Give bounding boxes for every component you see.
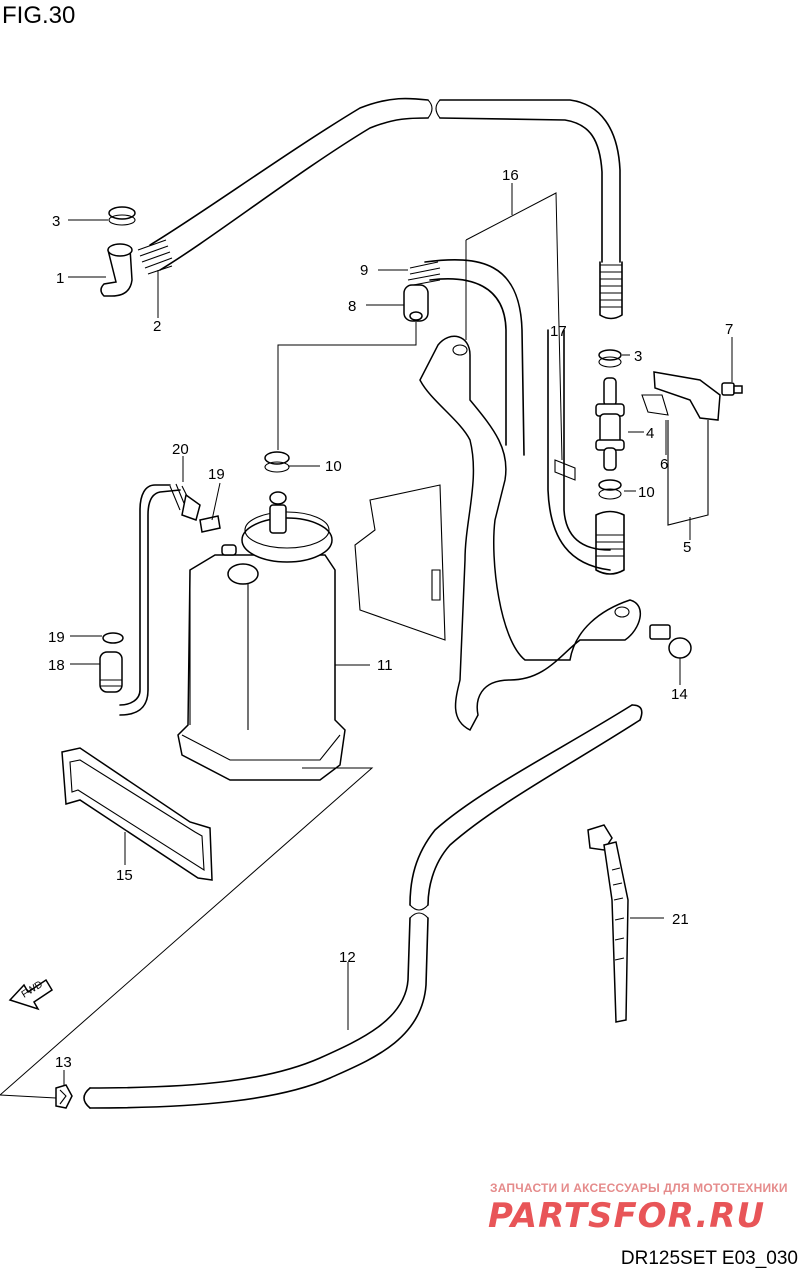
clamp-part-10-left: [264, 451, 290, 473]
hose-part-12: [83, 704, 643, 1109]
hose-part-20: [119, 483, 201, 716]
label-part-9: 9: [360, 262, 368, 279]
label-part-8: 8: [348, 298, 356, 315]
bolt-part-14: [649, 624, 692, 659]
label-part-19-b: 19: [48, 629, 65, 646]
clamp-part-19-top: [199, 515, 221, 533]
canister-part-11: [177, 491, 346, 781]
hose-part-2: [137, 97, 623, 320]
valve-part-4: [595, 377, 625, 471]
label-part-1: 1: [56, 270, 64, 287]
label-part-5: 5: [683, 539, 691, 556]
label-part-2: 2: [153, 318, 161, 335]
watermark-tagline: ЗАПЧАСТИ И АКСЕССУАРЫ ДЛЯ МОТОТЕХНИКИ: [490, 1181, 788, 1195]
drawing-code: DR125SET E03_030: [620, 1248, 798, 1269]
label-part-11: 11: [377, 657, 393, 674]
label-part-12: 12: [339, 949, 356, 966]
figure-title: FIG.30: [2, 2, 76, 29]
clamp-part-3-right: [598, 349, 622, 368]
fitting-part-8: [403, 284, 429, 322]
bolt-part-7: [721, 382, 743, 396]
label-part-19-a: 19: [208, 466, 225, 483]
label-part-14: 14: [671, 686, 688, 703]
watermark-logo: PARTSFOR.RU: [488, 1196, 766, 1236]
label-part-20: 20: [172, 441, 189, 458]
label-part-10-b: 10: [638, 484, 655, 501]
leader-lines: [63, 183, 733, 1085]
label-part-18: 18: [48, 657, 65, 674]
forward-direction-arrow: FWD: [8, 978, 54, 1011]
cable-tie-part-21: [587, 824, 629, 1023]
label-part-17: 17: [550, 323, 567, 340]
elbow-fitting-part-1: [100, 243, 133, 297]
label-part-10-a: 10: [325, 458, 342, 475]
label-part-15: 15: [116, 867, 133, 884]
fitting-part-18: [99, 651, 123, 693]
label-part-7: 7: [725, 321, 733, 338]
label-part-6: 6: [660, 456, 668, 473]
clip-part-13: [55, 1084, 73, 1109]
hose-end-lower-right: [595, 510, 625, 575]
part-number-labels: 3 1 2 9 8 16 17 7 3 4 6 10 5 10 20 19 19…: [48, 167, 733, 1071]
label-part-3-a: 3: [52, 213, 60, 230]
label-part-3-b: 3: [634, 348, 642, 365]
label-part-13: 13: [55, 1054, 72, 1071]
hose-part-17: [407, 259, 611, 571]
clamp-part-10-right: [598, 479, 622, 500]
bracket-part-5: [641, 371, 721, 526]
clamp-part-3-top: [108, 206, 136, 226]
clamp-part-19-left: [102, 632, 124, 644]
label-part-4: 4: [646, 425, 654, 442]
band-part-15: [61, 747, 213, 881]
label-part-16: 16: [502, 167, 519, 184]
bracket-part-16: [354, 335, 642, 731]
label-part-21: 21: [672, 911, 689, 928]
